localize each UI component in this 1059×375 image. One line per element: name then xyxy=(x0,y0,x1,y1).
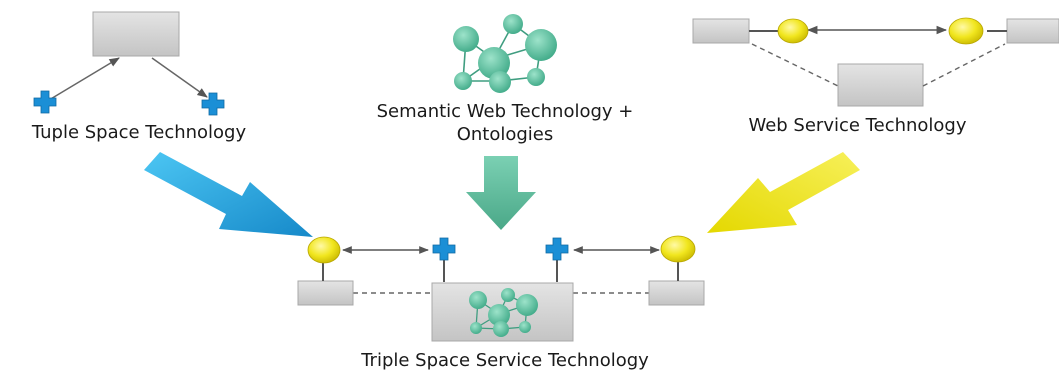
tuple-space-label: Tuple Space Technology xyxy=(31,122,247,143)
blue-arrow xyxy=(144,152,313,237)
web-service-circle-left xyxy=(777,18,809,44)
web-service-label: Web Service Technology xyxy=(748,115,967,136)
semantic-web-nodes xyxy=(453,14,557,93)
tuple-space-arrow-left xyxy=(48,57,120,101)
triple-space-box-left xyxy=(297,280,354,306)
web-service-box-right xyxy=(1006,18,1059,44)
web-service-box-left xyxy=(692,18,750,44)
triple-space-cross-right xyxy=(545,237,569,261)
tuple-space-box xyxy=(92,11,180,57)
triple-space-circle-right xyxy=(660,235,696,263)
tuple-space-cross-right xyxy=(201,92,225,116)
web-service-circle-right xyxy=(948,17,984,45)
triple-space-label: Triple Space Service Technology xyxy=(361,350,649,371)
triple-space-network-nodes xyxy=(469,288,538,337)
tuple-space-cross-left xyxy=(33,90,57,114)
semantic-web-label-line1: Semantic Web Technology + xyxy=(376,101,634,122)
web-service-box-center xyxy=(837,63,924,107)
yellow-arrow xyxy=(707,152,860,233)
web-service-group xyxy=(692,17,1059,107)
triple-space-circle-left xyxy=(307,236,341,264)
teal-arrow xyxy=(466,156,536,230)
triple-space-cross-left xyxy=(432,237,456,261)
tuple-space-group xyxy=(33,11,225,116)
tuple-space-arrow-right xyxy=(151,57,208,98)
semantic-web-label-line2: Ontologies xyxy=(456,124,554,145)
triple-space-group xyxy=(297,235,705,342)
triple-space-box-right xyxy=(648,280,705,306)
